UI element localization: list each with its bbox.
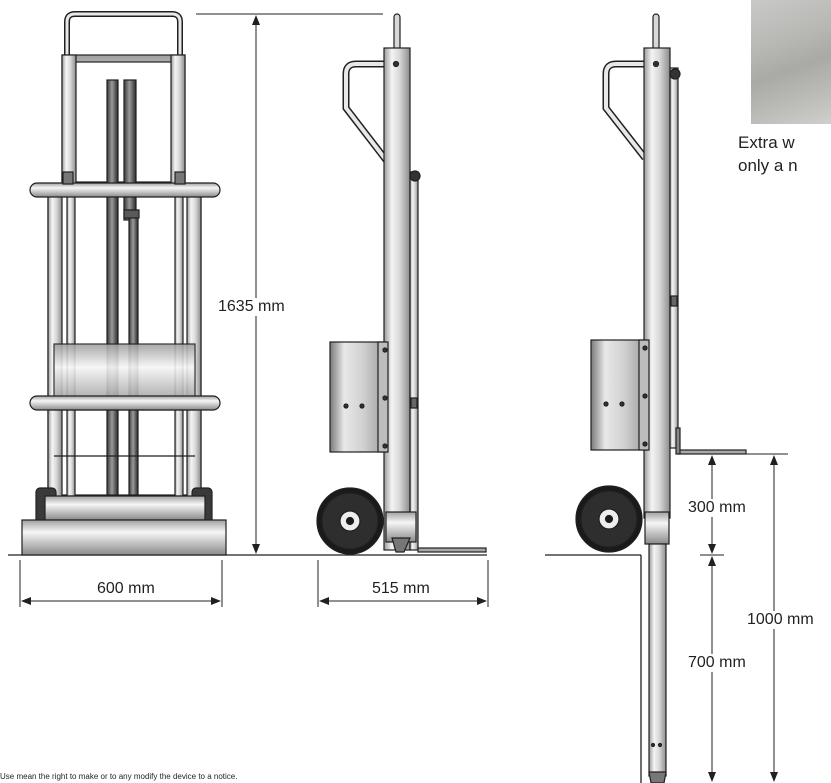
- label-height: 1635 mm: [216, 298, 287, 316]
- label-fork-height: 300 mm: [686, 499, 748, 517]
- floor-photo: [751, 0, 831, 124]
- dim-515: [317, 560, 489, 607]
- side-view-lowered-trolley: [575, 13, 747, 783]
- footnote: Use mean the right to make or to any mod…: [0, 772, 238, 781]
- side-view-trolley: [316, 13, 487, 555]
- dim-600: [19, 560, 223, 607]
- label-base-width: 600 mm: [95, 580, 157, 598]
- front-view-trolley: [21, 11, 227, 556]
- caption-text: Extra w only a n: [738, 131, 798, 177]
- dim-1635: [196, 13, 383, 554]
- label-total-lift: 1000 mm: [745, 611, 816, 629]
- label-side-depth: 515 mm: [370, 580, 432, 598]
- caption-line-1: Extra w: [738, 133, 795, 152]
- label-below-floor: 700 mm: [686, 654, 748, 672]
- caption-line-2: only a n: [738, 156, 798, 175]
